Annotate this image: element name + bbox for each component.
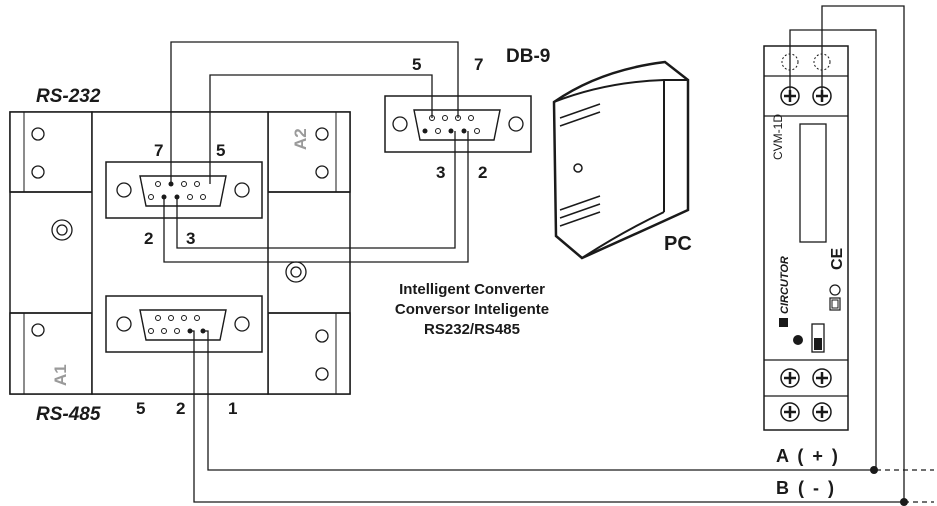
rs232-pin-7: 7 — [154, 141, 163, 160]
meter-model-label: CVM-1D — [771, 114, 785, 160]
bus-line-extensions — [876, 469, 934, 503]
db9-pin-2: 2 — [478, 163, 487, 182]
rs232-connector — [105, 161, 263, 219]
rs485-pin-5: 5 — [136, 399, 145, 418]
rs485-wires — [190, 5, 905, 503]
ce-mark: CE — [829, 247, 846, 270]
energy-meter — [763, 45, 849, 431]
caption-line-3: RS232/RS485 — [424, 321, 520, 338]
db9-pin-5: 5 — [412, 55, 421, 74]
rs485-pin-2: 2 — [176, 399, 185, 418]
rs232-pin-2: 2 — [144, 229, 153, 248]
pc-tower-icon — [552, 60, 690, 260]
converter-body — [9, 111, 351, 395]
corner-label-a2: A2 — [291, 128, 310, 150]
db9-label: DB-9 — [506, 46, 550, 67]
junction-a — [870, 466, 878, 474]
rs232-wires — [163, 41, 469, 263]
rs485-label: RS-485 — [36, 404, 101, 425]
corner-label-a1: A1 — [51, 364, 70, 386]
bus-line-a-label: A ( + ) — [776, 446, 840, 466]
db9-pin-7: 7 — [474, 55, 483, 74]
rs485-pin-1: 1 — [228, 399, 237, 418]
rs232-label: RS-232 — [36, 86, 101, 107]
junction-b — [900, 498, 908, 506]
rs232-pin-5: 5 — [216, 141, 225, 160]
meter-brand-label: CIRCUTOR — [779, 256, 791, 314]
bus-line-b-label: B ( - ) — [776, 478, 836, 498]
caption-line-2: Conversor Inteligente — [395, 301, 549, 318]
caption-line-1: Intelligent Converter — [399, 281, 545, 298]
rs485-connector — [105, 295, 263, 353]
rs232-pin-3: 3 — [186, 229, 195, 248]
db9-pin-3: 3 — [436, 163, 445, 182]
pc-label: PC — [664, 233, 692, 255]
